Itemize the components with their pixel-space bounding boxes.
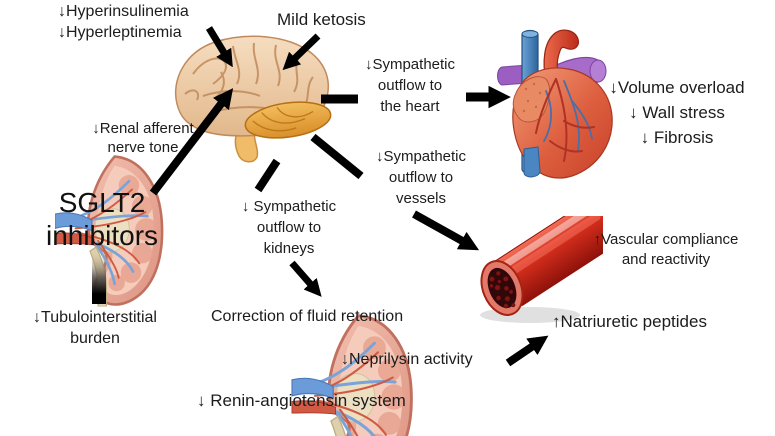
arrow-label-to-kidney: [289, 260, 322, 297]
label-metabolic: ↓Hyperinsulinemia ↓Hyperleptinemia: [58, 3, 189, 41]
vena-cava-lower: [523, 146, 541, 178]
heart-illustration: [497, 29, 613, 179]
line-brain-to-kidneys-label: [254, 158, 281, 193]
arrow-label-to-vessel: [412, 210, 480, 251]
arrow-ketosis-to-brain: [282, 33, 321, 71]
label-renin-angiotensin: ↓ Renin-angiotensin system: [197, 391, 406, 410]
label-renal-afferent: ↓Renal afferent nerve tone: [92, 120, 194, 156]
arrow-kidney-to-brain: [149, 88, 234, 196]
cerebellum: [244, 101, 332, 139]
label-vascular-compliance: ↑Vascular compliance and reactivity: [593, 231, 739, 268]
label-sympathetic-kidneys: ↓ Sympathetic outflow to kidneys: [241, 198, 337, 257]
right-atrium: [512, 76, 551, 123]
blood-vessel-illustration: [480, 216, 603, 323]
atrium-texture: [522, 82, 542, 113]
coronary-arteries: [535, 78, 595, 162]
label-sympathetic-vessels: ↓Sympathetic outflow to vessels: [375, 148, 467, 207]
vessel-open-end: [480, 260, 524, 316]
fading-bar-kidney-burden: [92, 254, 106, 304]
label-correction-fluid: Correction of fluid retention: [211, 308, 404, 325]
label-sglt2-inhibitors: SGLT2 inhibitors: [45, 187, 159, 251]
arrow-neprilysin-to-natriuretic: [505, 335, 549, 367]
label-heart-effects: ↓Volume overload ↓ Wall stress ↓ Fibrosi…: [609, 78, 745, 147]
label-sympathetic-heart: ↓Sympathetic outflow to the heart: [364, 56, 456, 115]
label-tubulointerstitial: ↓Tubulointerstitial burden: [33, 309, 157, 347]
brain-gyri: [184, 42, 314, 113]
label-neprilysin: ↓Neprilysin activity: [341, 351, 473, 368]
vessel-tube: [490, 216, 603, 307]
line-brain-to-vessels-label: [310, 133, 364, 180]
arrow-metabolic-to-brain: [206, 26, 233, 68]
label-mild-ketosis: Mild ketosis: [277, 10, 366, 29]
label-natriuretic-peptides: ↑Natriuretic peptides: [552, 312, 707, 331]
blood-cells: [489, 270, 516, 309]
